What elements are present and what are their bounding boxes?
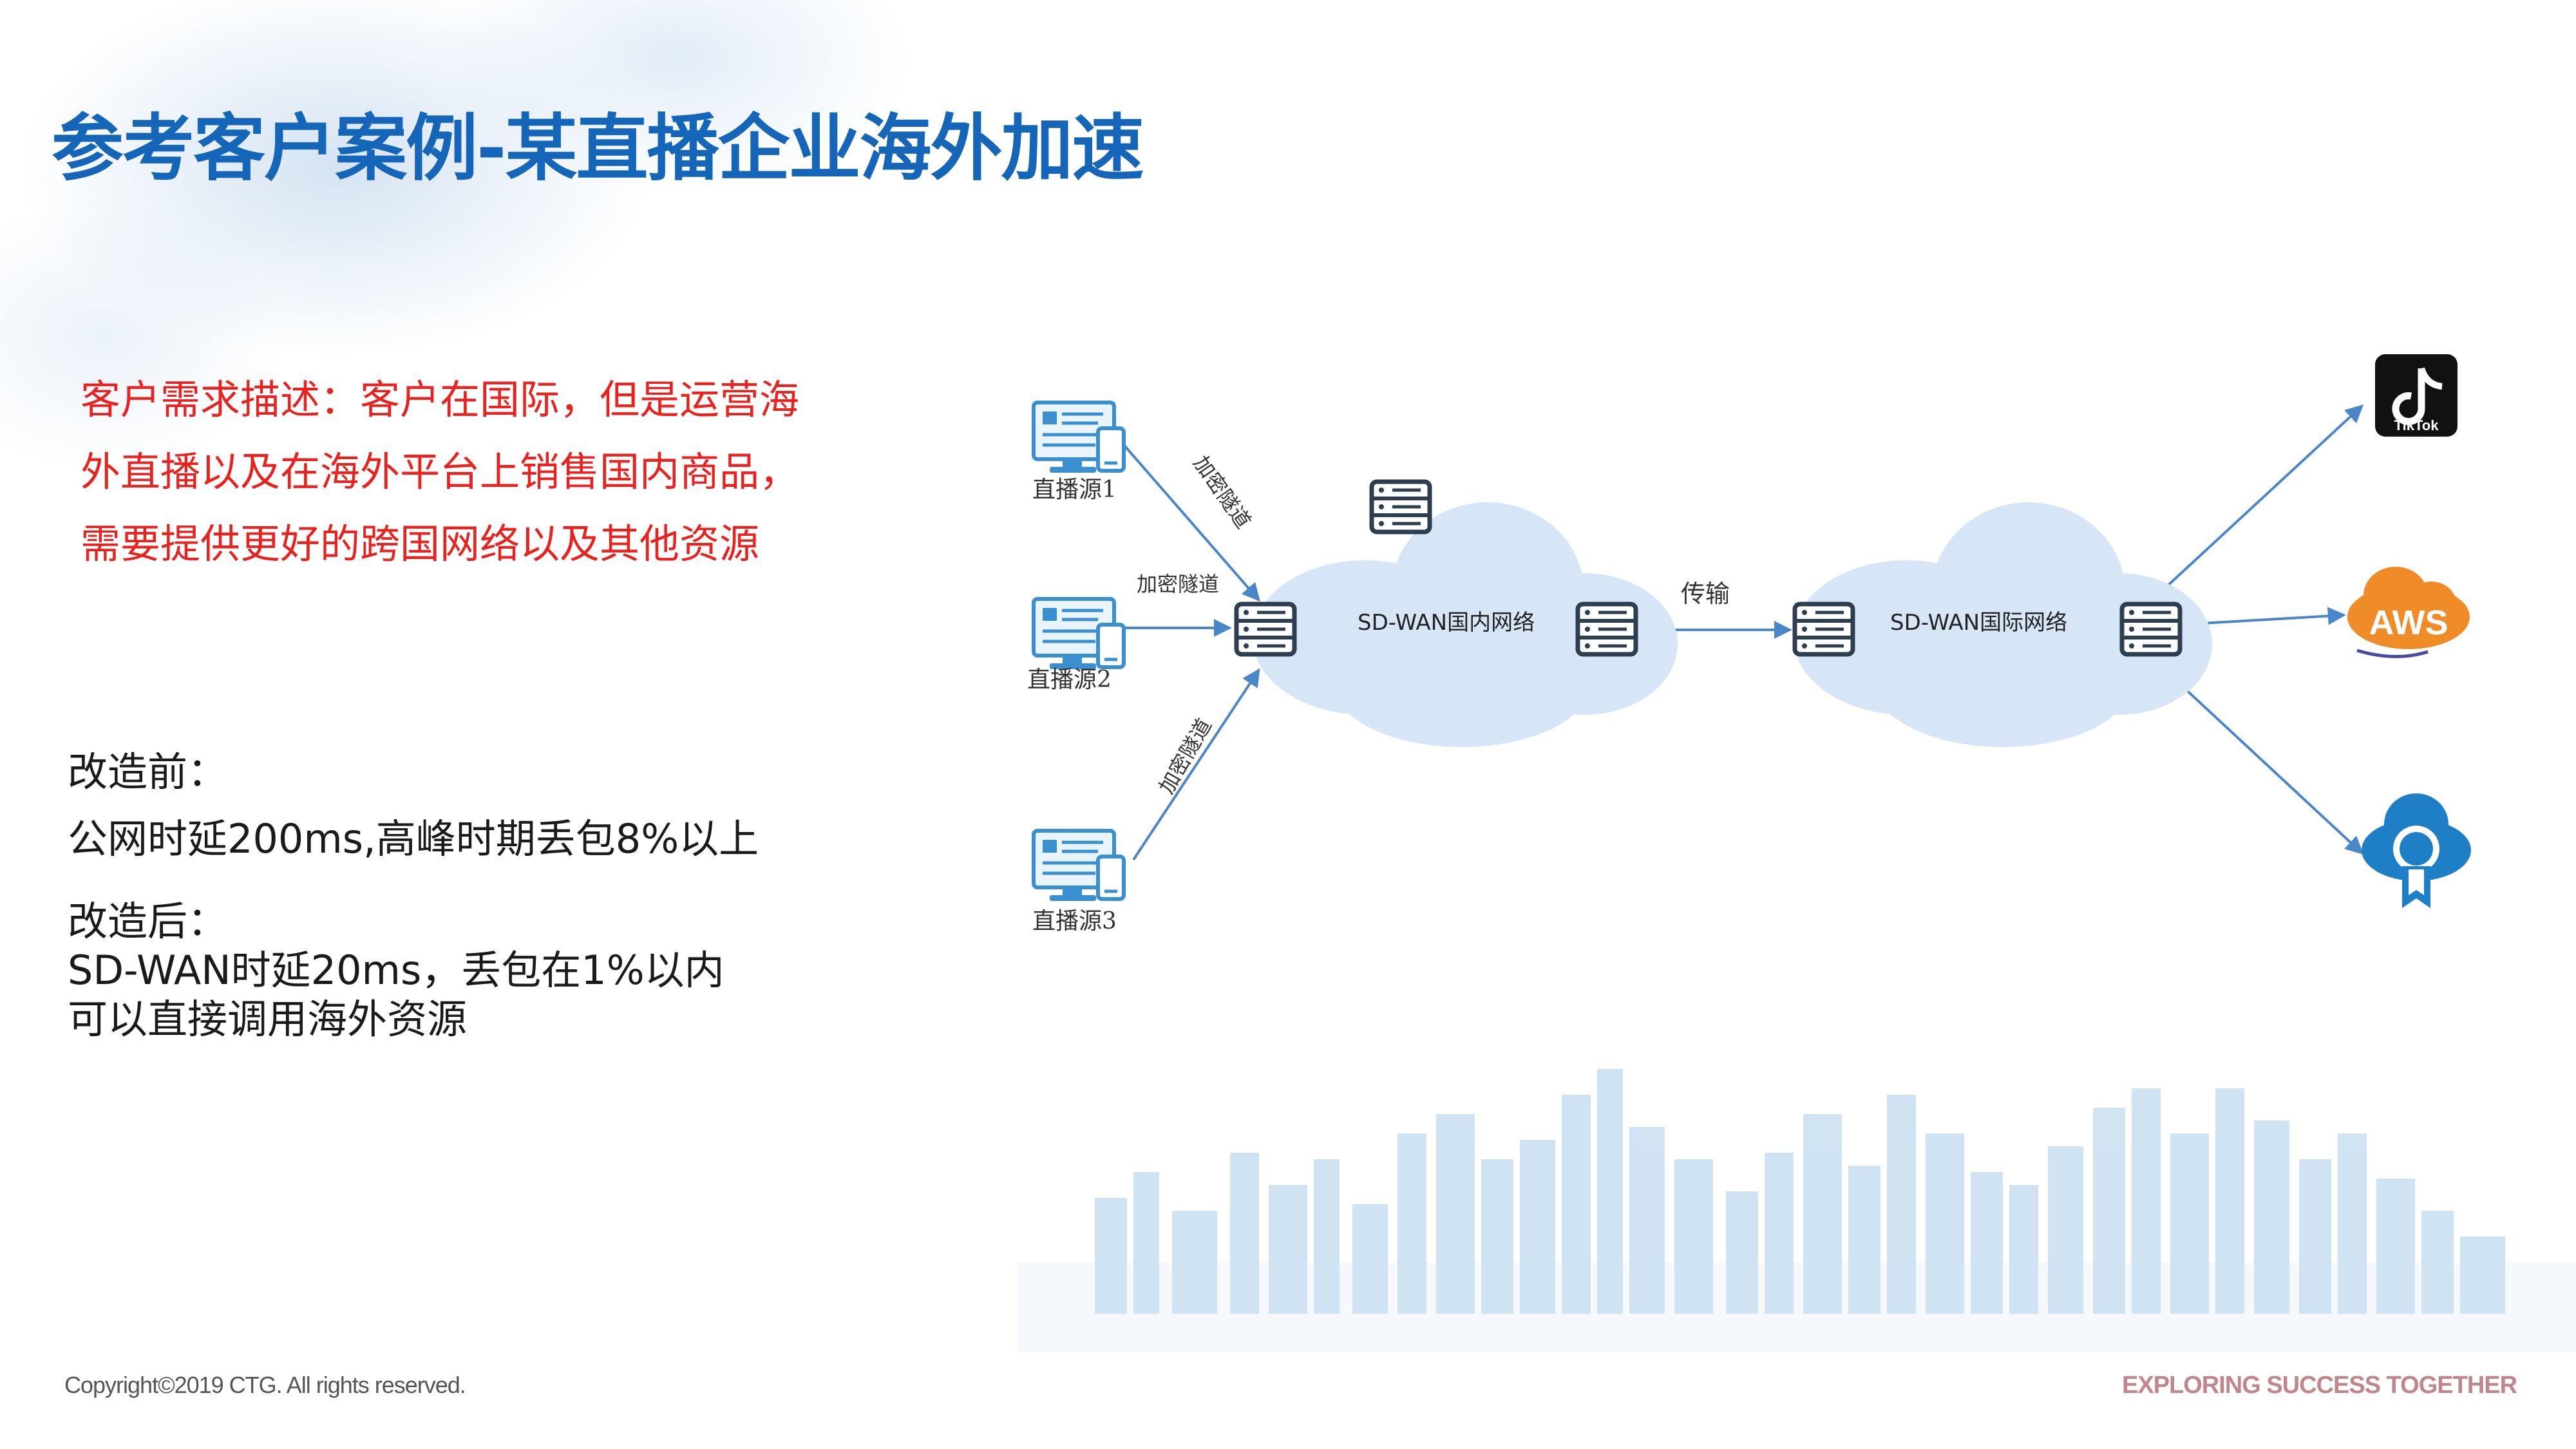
after-heading: 改造后： (68, 898, 228, 945)
after-section: 改造后： SD-WAN时延20ms，丢包在1%以内 可以直接调用海外资源 (68, 897, 724, 1044)
monitor-icon (1034, 831, 1124, 901)
cloud-certificate-icon (2362, 793, 2471, 908)
monitor-icon (1034, 402, 1124, 473)
international-cloud-label: SD-WAN国际网络 (1890, 610, 2067, 636)
city-skyline-decoration (1018, 1069, 2576, 1352)
requirement-description: 客户需求描述：客户在国际，但是运营海 外直播以及在海外平台上销售国内商品， 需要… (80, 364, 898, 580)
source-label-3: 直播源3 (1032, 908, 1117, 934)
source-label-2: 直播源2 (1027, 667, 1112, 693)
server-icon (1795, 604, 1853, 654)
after-detail-2: 可以直接调用海外资源 (68, 996, 468, 1043)
before-heading: 改造前： (68, 748, 228, 795)
domestic-cloud (1253, 502, 1678, 747)
server-icon (1236, 604, 1294, 654)
tunnel-label-1: 加密隧道 (1188, 451, 1256, 533)
aws-icon: AWS (2347, 567, 2470, 659)
requirement-line: 外直播以及在海外平台上销售国内商品， (80, 448, 800, 495)
server-icon (2122, 604, 2180, 654)
page-title: 参考客户案例-某直播企业海外加速 (52, 107, 1144, 191)
tunnel-label-2: 加密隧道 (1137, 572, 1219, 596)
international-cloud (1794, 502, 2212, 747)
before-section: 改造前： 公网时延200ms,高峰时期丢包8%以上 (68, 746, 759, 866)
tunnel-label-3: 加密隧道 (1154, 714, 1217, 798)
tiktok-label: TikTok (2394, 417, 2439, 433)
slogan-text: EXPLORING SUCCESS TOGETHER (2122, 1372, 2517, 1399)
server-icon (1372, 482, 1430, 532)
aws-label: AWS (2369, 603, 2448, 642)
source-label-1: 直播源1 (1032, 477, 1117, 503)
after-detail-1: SD-WAN时延20ms，丢包在1%以内 (68, 947, 724, 994)
transfer-label: 传输 (1681, 580, 1730, 608)
copyright-text: Copyright©2019 CTG. All rights reserved. (64, 1372, 466, 1398)
connection-lines (1119, 404, 2364, 861)
domestic-cloud-label: SD-WAN国内网络 (1358, 610, 1535, 636)
tiktok-icon: TikTok (2375, 354, 2458, 437)
requirement-line: 客户需求描述：客户在国际，但是运营海 (80, 376, 800, 423)
server-icon (1578, 604, 1636, 654)
requirement-line: 需要提供更好的跨国网络以及其他资源 (80, 520, 760, 567)
monitor-icon (1034, 599, 1124, 669)
before-detail: 公网时延200ms,高峰时期丢包8%以上 (68, 815, 759, 862)
